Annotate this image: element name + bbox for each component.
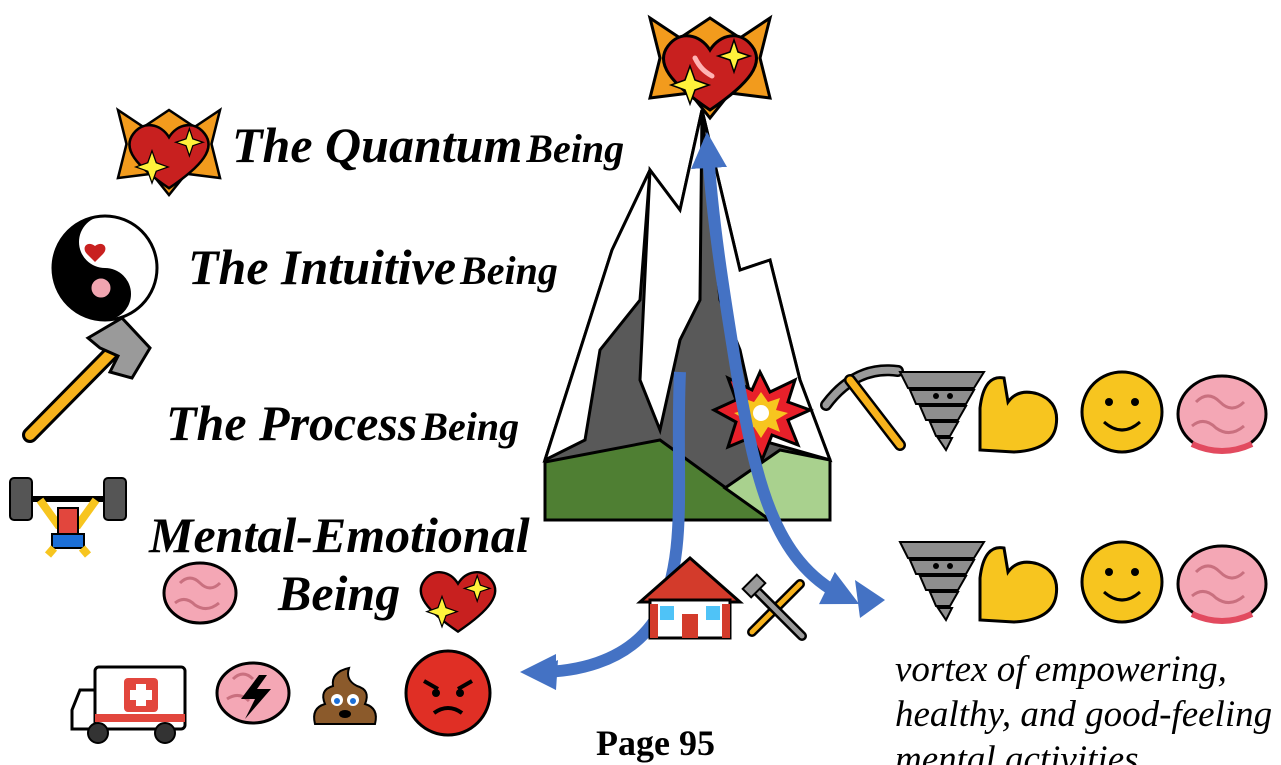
hammer-icon bbox=[22, 316, 152, 443]
peak-heart-icon bbox=[647, 14, 773, 121]
mental-brain-icon bbox=[162, 561, 238, 625]
vortex-caption-line1: vortex of empowering, bbox=[895, 649, 1227, 690]
mountain bbox=[542, 109, 833, 522]
flexed-biceps-icon bbox=[978, 376, 1059, 454]
level-quantum-suffix: Being bbox=[526, 126, 625, 171]
level-mental-line1: Mental-Emotional bbox=[149, 507, 530, 563]
weightlifter-icon bbox=[9, 477, 127, 558]
mountain-snow-left bbox=[542, 169, 652, 463]
brain-icon bbox=[1176, 374, 1268, 454]
level-mental-line2: Being bbox=[278, 565, 401, 621]
level-intuitive-main: The Intuitive bbox=[188, 239, 457, 295]
brain-icon-2 bbox=[1176, 544, 1268, 624]
rising-arrow bbox=[691, 132, 860, 605]
mental-heart-icon bbox=[419, 571, 497, 634]
vortex-caption-line2: healthy, and good-feeling bbox=[895, 694, 1273, 735]
yin-yang-icon bbox=[51, 214, 159, 322]
level-process-main: The Process bbox=[166, 395, 418, 451]
house-icon bbox=[636, 556, 744, 640]
vortex-caption: vortex of empowering, healthy, and good-… bbox=[895, 647, 1272, 765]
level-process-label: The Process Being bbox=[166, 398, 519, 448]
pile-of-poo-icon bbox=[313, 666, 377, 725]
mountain-snow-center bbox=[638, 109, 704, 436]
tornado-icon-2 bbox=[898, 541, 986, 622]
level-quantum-label: The Quantum Being bbox=[232, 120, 624, 170]
angry-face-icon bbox=[404, 649, 492, 737]
smiley-icon bbox=[1080, 370, 1164, 454]
vortex-caption-line3: mental activities bbox=[895, 739, 1139, 765]
hammer-and-wrench-icon bbox=[741, 573, 807, 641]
level-intuitive-suffix: Being bbox=[460, 248, 558, 293]
page-number: Page 95 bbox=[596, 723, 715, 763]
level-quantum-main: The Quantum bbox=[232, 117, 523, 173]
quantum-heart-icon bbox=[115, 107, 223, 198]
brain-lightning-icon bbox=[215, 661, 291, 725]
right-arrowhead bbox=[855, 580, 885, 618]
smiley-icon-2 bbox=[1080, 540, 1164, 624]
ambulance-icon bbox=[70, 665, 187, 744]
pickaxe-icon bbox=[820, 364, 906, 451]
tornado-icon bbox=[898, 371, 986, 452]
flexed-biceps-icon-2 bbox=[978, 546, 1059, 624]
level-intuitive-label: The Intuitive Being bbox=[188, 242, 558, 292]
level-process-suffix: Being bbox=[421, 404, 520, 449]
left-arrowhead bbox=[528, 660, 558, 690]
